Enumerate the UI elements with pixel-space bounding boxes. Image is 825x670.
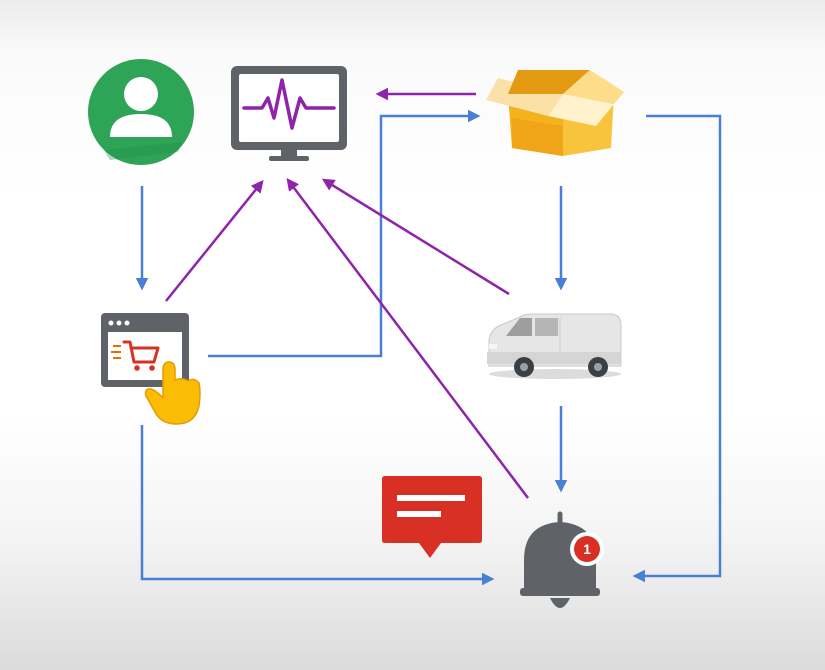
delivery-van-icon [487, 313, 622, 379]
flow-arrow-order-to-notification [140, 425, 495, 586]
shopping-cart-click-icon [101, 313, 201, 425]
monitor-pulse-icon [231, 66, 347, 161]
chat-message-icon [382, 476, 482, 558]
notification-badge-count: 1 [583, 541, 591, 557]
notification-badge: 1 [570, 532, 604, 566]
open-box-icon [486, 70, 624, 156]
monitor-arrow-order-to-monitor [165, 180, 264, 302]
flow-arrow-order-to-inventory [208, 109, 481, 358]
user-account-icon [88, 59, 194, 165]
flow-arrow-inventory-to-notification [632, 114, 722, 583]
monitor-arrow-notification-to-monitor [286, 178, 529, 499]
monitor-arrow-delivery-to-monitor [321, 178, 510, 296]
